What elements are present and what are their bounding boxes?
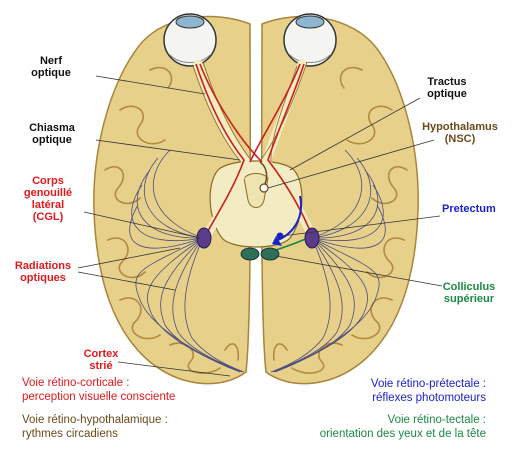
pathway-retino-tectale-desc: orientation des yeux et de la tête [319, 428, 486, 440]
pathway-retino-tectale-title: Voie rétino-tectale : [387, 414, 486, 426]
left-eye [163, 13, 217, 67]
right-eye [283, 13, 337, 67]
superior-colliculus-left [240, 247, 260, 261]
pathway-retino-corticale-desc: perception visuelle consciente [22, 391, 176, 403]
pathway-retino-corticale-title: Voie rétino-corticale : [22, 377, 130, 389]
label-nerf-optique: Nerf optique [31, 55, 71, 79]
lgn-right [304, 227, 320, 249]
midbrain-notch [243, 173, 269, 208]
label-colliculus-superieur: Colliculus supérieur [442, 281, 496, 305]
label-corps-genouille-lateral: Corps genouillé latéral (CGL) [23, 175, 73, 223]
lgn-left [196, 227, 212, 249]
pathway-retino-pretectale-title: Voie rétino-prétectale : [370, 378, 486, 390]
right-hemisphere [260, 15, 419, 385]
pathway-retino-pretectale-desc: réflexes photomoteurs [372, 392, 486, 404]
label-pretectum: Pretectum [442, 203, 496, 215]
label-hypothalamus-nsc: Hypothalamus (NSC) [422, 121, 498, 145]
optic-radiations-right [270, 149, 386, 373]
label-radiations-optiques: Radiations optiques [14, 260, 72, 284]
label-chiasma-optique: Chiasma optique [29, 122, 75, 146]
leader-lines [77, 75, 443, 377]
optic-radiations-left [129, 149, 245, 373]
pretectum-dot [276, 232, 284, 240]
pathway-retino-hypothalamique-desc: rythmes circadiens [22, 428, 118, 440]
superior-colliculus-right [260, 247, 280, 261]
hypothalamus-nsc [259, 183, 269, 193]
pathway-retino-hypothalamique-title: Voie rétino-hypothalamique : [22, 414, 168, 426]
optic-nerve-outlines [192, 61, 308, 163]
pretectal-arrowhead [272, 236, 282, 246]
label-tractus-optique: Tractus optique [427, 76, 467, 100]
label-cortex-strie: Cortex strié [83, 348, 119, 372]
